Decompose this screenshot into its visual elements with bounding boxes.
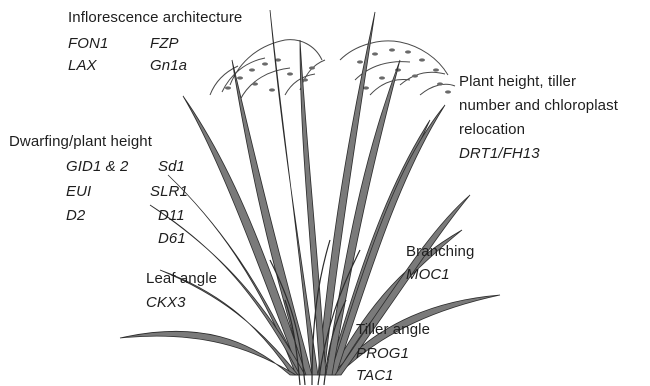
panicle-grains bbox=[225, 48, 451, 93]
gene-fon1: FON1 bbox=[68, 35, 108, 53]
plant-height-tiller-title-line-3: relocation bbox=[459, 121, 525, 139]
plant-height-tiller-title-line-2: number and chloroplast bbox=[459, 97, 618, 115]
gene-d11: D11 bbox=[158, 207, 185, 225]
gene-tac1: TAC1 bbox=[356, 367, 394, 385]
gene-ckx3: CKX3 bbox=[146, 294, 186, 312]
gene-d61: D61 bbox=[158, 230, 186, 248]
gene-gn1a: Gn1a bbox=[150, 57, 187, 75]
dwarfing-title: Dwarfing/plant height bbox=[9, 133, 152, 151]
gene-moc1: MOC1 bbox=[406, 266, 450, 284]
gene-lax: LAX bbox=[68, 57, 97, 75]
gene-drt1-fh13: DRT1/FH13 bbox=[459, 145, 540, 163]
leaf-angle-title: Leaf angle bbox=[146, 270, 217, 288]
plant-height-tiller-title-line-1: Plant height, tiller bbox=[459, 73, 576, 91]
gene-sd1: Sd1 bbox=[158, 158, 185, 176]
gene-eui: EUI bbox=[66, 183, 91, 201]
tiller-angle-title: Tiller angle bbox=[356, 321, 430, 339]
gene-slr1: SLR1 bbox=[150, 183, 188, 201]
gene-gid1-2: GID1 & 2 bbox=[66, 158, 129, 176]
gene-d2: D2 bbox=[66, 207, 85, 225]
gene-prog1: PROG1 bbox=[356, 345, 409, 363]
inflorescence-title: Inflorescence architecture bbox=[68, 9, 242, 27]
gene-fzp: FZP bbox=[150, 35, 179, 53]
panicles bbox=[210, 40, 455, 100]
branching-title: Branching bbox=[406, 243, 474, 261]
